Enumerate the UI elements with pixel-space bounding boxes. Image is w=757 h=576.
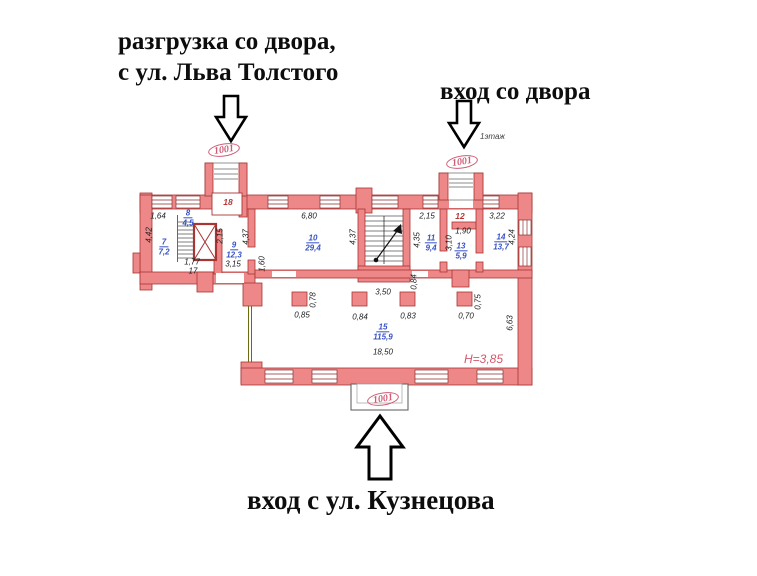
unloading-arrow-icon — [213, 94, 249, 144]
yard-entrance-arrow-icon — [446, 99, 482, 150]
dimension-label: 0,78 — [308, 292, 318, 308]
entrance-tag: 1001 — [207, 141, 241, 159]
floor-number-note: 1этаж — [480, 132, 505, 141]
stairwell — [365, 215, 403, 264]
dimension-label: 17 — [188, 266, 198, 276]
dimension-label: 4,42 — [144, 227, 154, 243]
dimension-label: 1,64 — [150, 211, 166, 221]
windows — [151, 195, 532, 384]
dimension-label: 3,15 — [225, 259, 241, 269]
room-number-label: 12 — [455, 211, 465, 221]
yard-porch — [438, 172, 484, 201]
entrance-tag: 1001 — [366, 390, 400, 408]
room-number-label: 18 — [223, 197, 233, 207]
unloading-entrance-label-line1: разгрузка со двора, — [118, 28, 336, 55]
elevator-shaft — [192, 222, 218, 262]
unloading-entrance-label: разгрузка со двора, с ул. Льва Толстого — [118, 26, 338, 89]
unloading-porch — [204, 162, 248, 197]
dimension-label: 6,63 — [505, 315, 515, 331]
street-entrance-label: вход с ул. Кузнецова — [247, 485, 495, 515]
dimension-label: 3,22 — [489, 211, 505, 221]
dimension-label: 0,84 — [352, 312, 368, 322]
dimension-label: 3,50 — [375, 287, 391, 297]
dimension-label: 0,70 — [458, 311, 474, 321]
dimension-label: 3,10 — [444, 235, 454, 251]
dimension-label: 18,50 — [372, 347, 394, 357]
street-entrance-arrow-icon — [354, 413, 406, 481]
ceiling-height-label: H=3,85 — [464, 352, 504, 366]
dimension-label: 6,80 — [301, 211, 317, 221]
street-porch — [350, 383, 409, 411]
entrance-tag: 1001 — [445, 153, 479, 171]
stairs-room8 — [177, 215, 194, 262]
dimension-label: 0,84 — [409, 274, 419, 290]
dimension-label: 4,37 — [348, 229, 358, 245]
dimension-label: 1,90 — [455, 226, 471, 236]
dimension-label: 0,83 — [400, 311, 416, 321]
dimension-label: 1,77 — [184, 257, 200, 267]
dimension-label: 0,85 — [294, 310, 310, 320]
dimension-label: 1,60 — [257, 256, 267, 272]
dimension-label: 4,35 — [412, 232, 422, 248]
dimension-label: 0,75 — [473, 294, 483, 310]
unloading-entrance-label-line2: с ул. Льва Толстого — [118, 59, 339, 87]
room18-box — [211, 192, 243, 216]
dimension-label: 4,37 — [241, 229, 251, 245]
dimension-label: 2,15 — [419, 211, 435, 221]
highlight-partition — [248, 306, 252, 362]
dimension-label: 2,15 — [215, 228, 225, 244]
